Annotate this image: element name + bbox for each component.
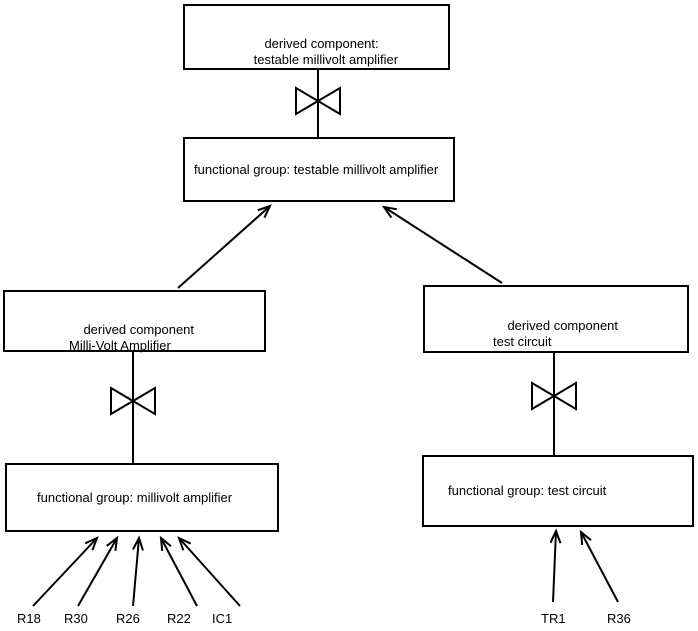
leaf-label-r22[interactable]: R22 <box>167 611 191 626</box>
node-label: functional group: millivolt amplifier <box>37 489 233 505</box>
leaf-label-tr1[interactable]: TR1 <box>541 611 566 626</box>
arrow-r22 <box>159 535 198 607</box>
arrow-ic1 <box>177 536 241 607</box>
arrow-right-derived-to-top-functional <box>381 205 503 284</box>
node-label: functional group: testable millivolt amp… <box>194 161 439 177</box>
node-label: derived component: testable millivolt am… <box>253 36 399 67</box>
leaf-label-r26[interactable]: R26 <box>116 611 140 626</box>
arrow-r30 <box>77 535 119 607</box>
bowtie-icon-right <box>531 381 577 411</box>
node-label: functional group: test circuit <box>448 483 607 498</box>
arrow-r18 <box>32 536 99 607</box>
node-label: derived component Milli-Volt Amplifier <box>69 322 195 353</box>
leaf-label-r36[interactable]: R36 <box>607 611 631 626</box>
node-derived-milli-volt-amplifier[interactable]: derived component Milli-Volt Amplifier <box>3 290 266 353</box>
bowtie-icon-top <box>295 86 341 116</box>
arrow-tr1 <box>549 528 562 603</box>
leaf-label-ic1[interactable]: IC1 <box>212 611 233 626</box>
leaf-label-r30[interactable]: R30 <box>64 611 88 626</box>
node-functional-group-millivolt-amplifier[interactable]: functional group: millivolt amplifier <box>5 463 279 532</box>
arrow-left-derived-to-top-functional <box>177 204 272 289</box>
leaf-label-r18[interactable]: R18 <box>17 611 41 626</box>
node-functional-group-test-circuit[interactable]: functional group: test circuit <box>422 455 694 527</box>
node-label: derived component test circuit <box>493 318 619 349</box>
node-functional-group-testable-millivolt-amplifier[interactable]: functional group: testable millivolt amp… <box>183 137 455 202</box>
bowtie-icon-left <box>110 386 156 416</box>
arrow-r36 <box>579 529 619 603</box>
node-derived-test-circuit[interactable]: derived component test circuit <box>423 285 689 353</box>
node-derived-testable-millivolt-amplifier[interactable]: derived component: testable millivolt am… <box>183 4 450 70</box>
arrow-r26 <box>132 535 144 607</box>
